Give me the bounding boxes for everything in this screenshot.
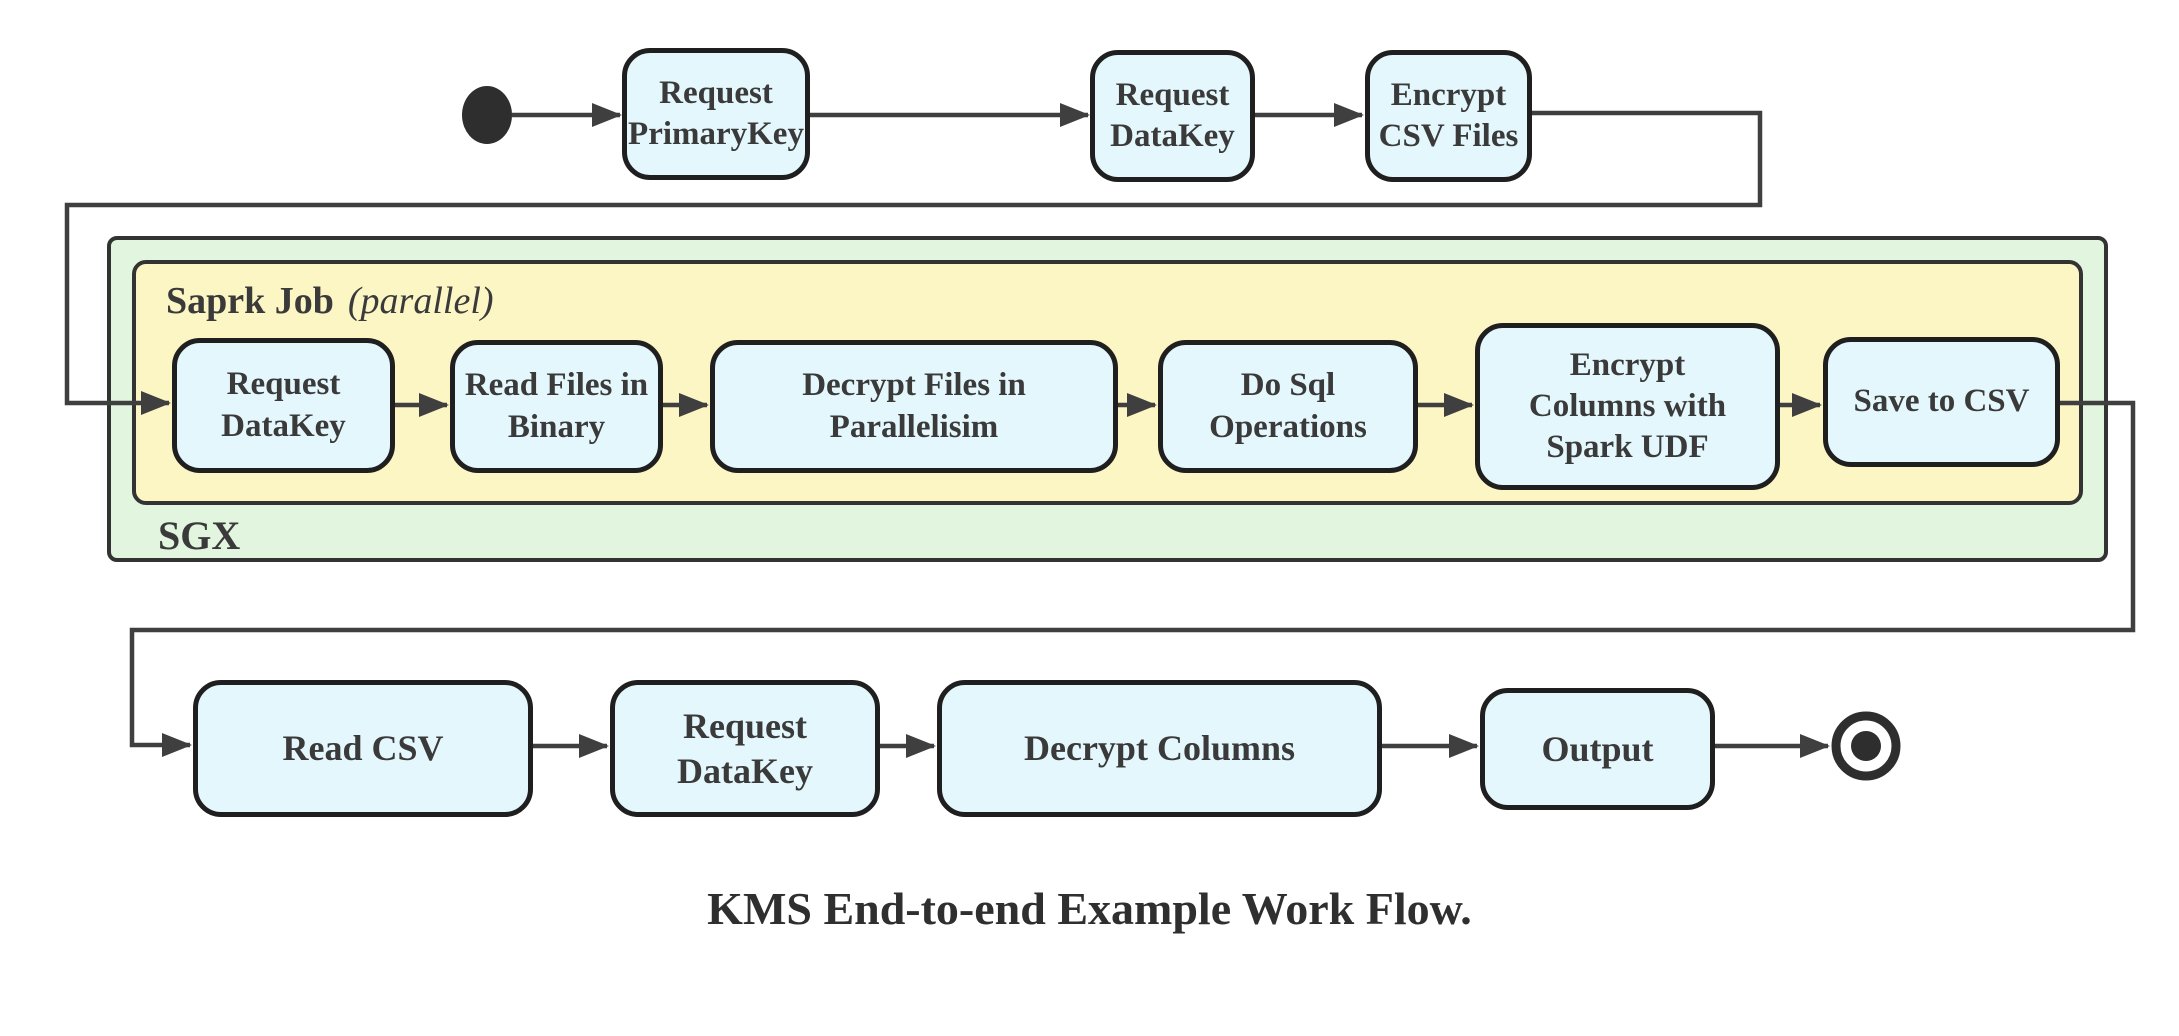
node-request-primarykey: Request PrimaryKey [622, 48, 810, 180]
edge-encrypt-csv-files-to-sgx-request-datakey [64, 110, 1763, 415]
diagram-caption: KMS End-to-end Example Work Flow. [707, 883, 1472, 934]
spark-job-title: Saprk Job [166, 280, 334, 322]
spark-job-label: Saprk Job (parallel) [166, 282, 494, 320]
start-node-icon [462, 86, 512, 144]
node-decrypt-columns: Decrypt Columns [937, 680, 1382, 817]
node-request-datakey-top: Request DataKey [1090, 50, 1255, 182]
spark-job-annotation: (parallel) [347, 280, 494, 322]
node-do-sql-operations: Do Sql Operations [1158, 340, 1418, 473]
node-save-to-csv: Save to CSV [1823, 337, 2060, 467]
node-request-datakey-final: Request DataKey [610, 680, 880, 817]
node-decrypt-files-in-parallelisim: Decrypt Files in Parallelisim [710, 340, 1118, 473]
node-read-csv: Read CSV [193, 680, 533, 817]
node-output: Output [1480, 688, 1715, 810]
node-read-files-in-binary: Read Files in Binary [450, 340, 663, 473]
node-encrypt-csv-files: Encrypt CSV Files [1365, 50, 1532, 182]
node-request-datakey-sgx: Request DataKey [172, 338, 395, 473]
node-encrypt-columns-with-spark-udf: Encrypt Columns with Spark UDF [1475, 323, 1780, 490]
sgx-label: SGX [158, 513, 241, 558]
edge-save-to-csv-to-read-csv [129, 400, 2136, 757]
end-node-icon [1831, 711, 1901, 781]
